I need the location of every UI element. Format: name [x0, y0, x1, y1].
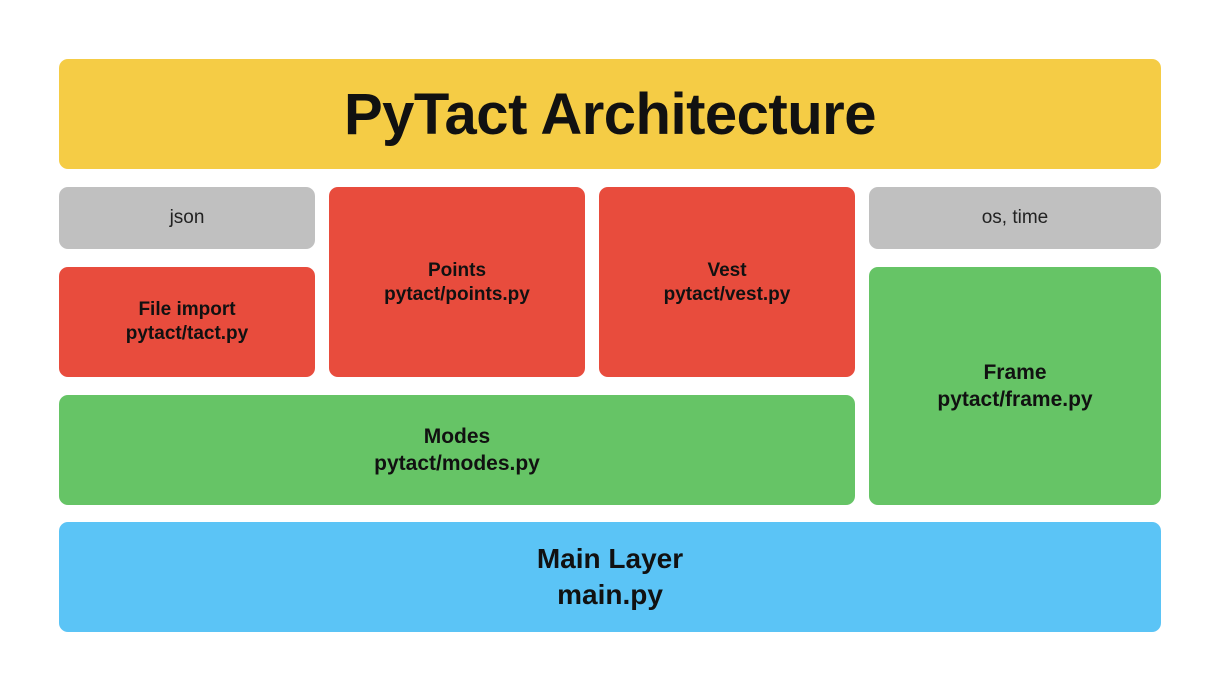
main-layer-name: Main Layer	[536, 543, 684, 574]
diagram-title: PyTact Architecture	[343, 81, 877, 147]
frame-module-block: Frame pytact/frame.py	[869, 267, 1161, 505]
file-import-module-name: File import	[138, 299, 236, 320]
modes-module-file: pytact/modes.py	[374, 452, 540, 475]
points-module-name: Points	[427, 260, 487, 281]
vest-module-block: Vest pytact/vest.py	[599, 187, 855, 377]
frame-module-name: Frame	[983, 361, 1047, 384]
modes-module-block: Modes pytact/modes.py	[59, 395, 855, 505]
json-library-block: json	[59, 187, 315, 249]
os-time-library-label: os, time	[981, 207, 1049, 228]
main-layer-block: Main Layer main.py	[59, 522, 1161, 632]
modes-module-name: Modes	[423, 425, 491, 448]
points-module-block: Points pytact/points.py	[329, 187, 585, 377]
vest-module-file: pytact/vest.py	[663, 284, 791, 305]
file-import-module-file: pytact/tact.py	[125, 323, 249, 344]
file-import-module-block: File import pytact/tact.py	[59, 267, 315, 377]
title-banner: PyTact Architecture	[59, 59, 1161, 169]
main-layer-file: main.py	[557, 579, 663, 610]
os-time-library-block: os, time	[869, 187, 1161, 249]
points-module-file: pytact/points.py	[384, 284, 530, 305]
vest-module-name: Vest	[707, 260, 747, 281]
json-library-label: json	[169, 207, 205, 228]
frame-module-file: pytact/frame.py	[937, 388, 1093, 411]
